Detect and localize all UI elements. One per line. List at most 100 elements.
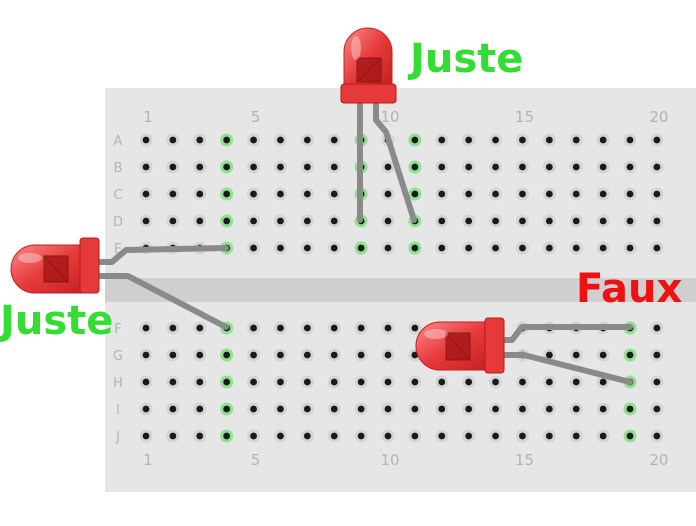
hole-I17[interactable] (572, 405, 580, 413)
hole-A13[interactable] (465, 136, 473, 144)
hole-G18[interactable] (599, 351, 607, 359)
hole-A11[interactable] (411, 136, 419, 144)
hole-E6[interactable] (277, 244, 284, 252)
hole-A2[interactable] (169, 136, 177, 144)
hole-D12[interactable] (438, 217, 446, 225)
hole-C16[interactable] (545, 190, 553, 198)
hole-I20[interactable] (653, 405, 661, 413)
hole-A16[interactable] (545, 136, 553, 144)
hole-C7[interactable] (303, 190, 311, 198)
hole-C14[interactable] (492, 190, 499, 198)
hole-F8[interactable] (330, 324, 338, 332)
hole-E9[interactable] (357, 244, 365, 252)
hole-C17[interactable] (572, 190, 580, 198)
hole-E7[interactable] (303, 244, 311, 252)
hole-A20[interactable] (653, 136, 661, 144)
hole-A18[interactable] (599, 136, 607, 144)
hole-B15[interactable] (519, 163, 526, 171)
hole-F20[interactable] (653, 324, 661, 332)
hole-C13[interactable] (465, 190, 473, 198)
hole-C6[interactable] (277, 190, 284, 198)
hole-J16[interactable] (545, 432, 553, 440)
hole-E13[interactable] (465, 244, 473, 252)
hole-B17[interactable] (572, 163, 580, 171)
hole-B1[interactable] (142, 163, 150, 171)
hole-A17[interactable] (572, 136, 580, 144)
hole-H9[interactable] (357, 378, 365, 386)
hole-I3[interactable] (196, 405, 204, 413)
hole-I8[interactable] (330, 405, 338, 413)
hole-I15[interactable] (519, 405, 526, 413)
hole-I6[interactable] (277, 405, 284, 413)
hole-J15[interactable] (519, 432, 526, 440)
hole-G7[interactable] (303, 351, 311, 359)
hole-E11[interactable] (411, 244, 419, 252)
hole-J13[interactable] (465, 432, 473, 440)
hole-D20[interactable] (653, 217, 661, 225)
hole-E10[interactable] (384, 244, 392, 252)
hole-E5[interactable] (250, 244, 257, 252)
hole-E8[interactable] (330, 244, 338, 252)
hole-A6[interactable] (277, 136, 284, 144)
hole-H13[interactable] (465, 378, 473, 386)
hole-D17[interactable] (572, 217, 580, 225)
hole-A1[interactable] (142, 136, 150, 144)
hole-H20[interactable] (653, 378, 661, 386)
hole-F11[interactable] (411, 324, 419, 332)
hole-I10[interactable] (384, 405, 392, 413)
hole-D14[interactable] (492, 217, 499, 225)
hole-A3[interactable] (196, 136, 204, 144)
hole-F6[interactable] (277, 324, 284, 332)
hole-G2[interactable] (169, 351, 177, 359)
hole-I1[interactable] (142, 405, 150, 413)
hole-C3[interactable] (196, 190, 204, 198)
hole-H15[interactable] (519, 378, 526, 386)
hole-I11[interactable] (411, 405, 419, 413)
hole-G10[interactable] (384, 351, 392, 359)
hole-A5[interactable] (250, 136, 257, 144)
hole-J17[interactable] (572, 432, 580, 440)
hole-E18[interactable] (599, 244, 607, 252)
hole-C20[interactable] (653, 190, 661, 198)
hole-D15[interactable] (519, 217, 526, 225)
hole-C4[interactable] (223, 190, 231, 198)
hole-C8[interactable] (330, 190, 338, 198)
hole-A14[interactable] (492, 136, 499, 144)
hole-H1[interactable] (142, 378, 150, 386)
hole-I14[interactable] (492, 405, 499, 413)
hole-J1[interactable] (142, 432, 150, 440)
hole-F10[interactable] (384, 324, 392, 332)
hole-J2[interactable] (169, 432, 177, 440)
hole-B3[interactable] (196, 163, 204, 171)
hole-G19[interactable] (626, 351, 634, 359)
hole-B12[interactable] (438, 163, 446, 171)
hole-I4[interactable] (223, 405, 231, 413)
hole-B8[interactable] (330, 163, 338, 171)
hole-A4[interactable] (223, 136, 231, 144)
hole-J3[interactable] (196, 432, 204, 440)
hole-F5[interactable] (250, 324, 257, 332)
hole-E19[interactable] (626, 244, 634, 252)
hole-C11[interactable] (411, 190, 419, 198)
hole-D4[interactable] (223, 217, 231, 225)
hole-I5[interactable] (250, 405, 257, 413)
hole-A12[interactable] (438, 136, 446, 144)
hole-B14[interactable] (492, 163, 499, 171)
hole-E16[interactable] (545, 244, 553, 252)
hole-H5[interactable] (250, 378, 257, 386)
hole-G1[interactable] (142, 351, 150, 359)
hole-J19[interactable] (626, 432, 634, 440)
hole-G16[interactable] (545, 351, 553, 359)
hole-H6[interactable] (277, 378, 284, 386)
hole-H8[interactable] (330, 378, 338, 386)
hole-C1[interactable] (142, 190, 150, 198)
hole-I13[interactable] (465, 405, 473, 413)
hole-J9[interactable] (357, 432, 365, 440)
hole-F9[interactable] (357, 324, 365, 332)
hole-B6[interactable] (277, 163, 284, 171)
hole-J6[interactable] (277, 432, 284, 440)
hole-H4[interactable] (223, 378, 231, 386)
hole-D10[interactable] (384, 217, 392, 225)
hole-F3[interactable] (196, 324, 204, 332)
hole-B2[interactable] (169, 163, 177, 171)
